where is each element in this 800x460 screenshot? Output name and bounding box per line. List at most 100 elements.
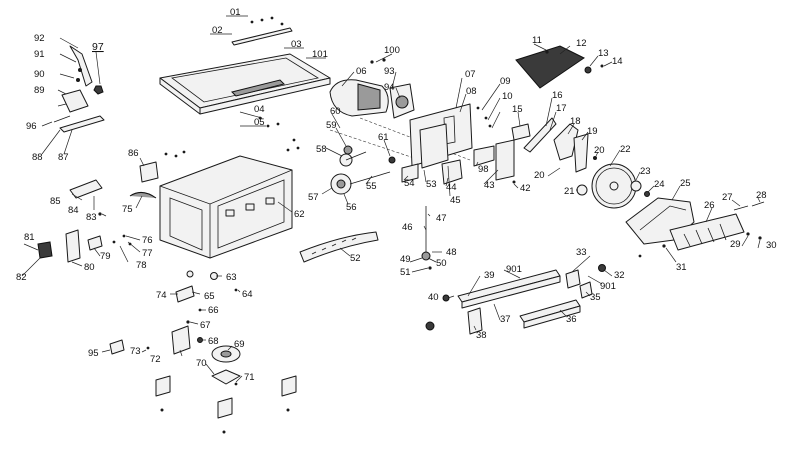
part-32-knob <box>598 264 606 272</box>
label-07: 07 <box>465 69 476 80</box>
label-60: 60 <box>330 106 341 117</box>
label-65: 65 <box>204 291 215 302</box>
label-100: 100 <box>384 45 400 56</box>
label-16: 16 <box>552 90 563 101</box>
rip-fence-group <box>425 264 606 335</box>
part-44-plate <box>441 159 463 185</box>
part-63-washer <box>186 270 194 278</box>
label-61: 61 <box>378 132 389 143</box>
carriage-group <box>401 103 516 185</box>
part-97-knob <box>93 85 104 95</box>
part-86-switch-box <box>139 161 159 183</box>
label-53: 53 <box>426 179 437 190</box>
part-21-flange <box>576 184 588 196</box>
label-11: 11 <box>532 35 542 46</box>
label-83: 83 <box>86 212 97 223</box>
part-83-screw <box>98 212 102 216</box>
label-14: 14 <box>612 56 623 67</box>
label-12: 12 <box>576 38 587 49</box>
label-59: 59 <box>326 120 337 131</box>
label-57: 57 <box>308 192 319 203</box>
label-88: 88 <box>32 152 43 163</box>
label-52: 52 <box>350 253 361 264</box>
part-17-bar <box>523 117 557 153</box>
part-45-plate <box>419 123 449 169</box>
part-64-screw <box>234 288 238 292</box>
part-14-screw <box>600 64 604 68</box>
part-12-handle <box>515 45 585 89</box>
label-26: 26 <box>704 200 715 211</box>
part-02-throat-slot <box>231 79 285 97</box>
label-92: 92 <box>34 33 45 44</box>
label-24: 24 <box>654 179 665 190</box>
part-79-clip <box>87 235 103 251</box>
motor-group <box>329 58 471 195</box>
part-61-nut <box>388 156 396 164</box>
part-75-cable <box>129 192 157 199</box>
switch-group <box>37 161 159 263</box>
part-91-screw <box>78 68 82 72</box>
part-62-base-frame <box>159 155 293 259</box>
part-74-clamp <box>175 285 195 303</box>
part-55-shaft <box>349 171 391 185</box>
part-24-nut <box>644 191 650 197</box>
part-26-guard-cover <box>669 213 745 251</box>
part-38-plate <box>467 307 483 335</box>
leader-lines <box>21 15 761 383</box>
label-25: 25 <box>680 178 691 189</box>
label-05: 05 <box>254 117 265 128</box>
part-52-bevel-arc <box>299 231 379 263</box>
label-40: 40 <box>428 292 439 303</box>
label-38: 38 <box>476 330 487 341</box>
part-70-foot <box>211 369 241 385</box>
label-27: 27 <box>722 192 733 203</box>
label-55: 55 <box>366 181 377 192</box>
label-45: 45 <box>450 195 461 206</box>
label-80: 80 <box>84 262 95 273</box>
label-901a: 901 <box>506 264 522 275</box>
label-15: 15 <box>512 104 523 115</box>
label-21: 21 <box>564 186 575 197</box>
label-62: 62 <box>294 209 305 220</box>
label-98: 98 <box>478 164 489 175</box>
label-85: 85 <box>50 196 61 207</box>
part-71-screw <box>234 382 238 386</box>
foot-left <box>155 375 171 397</box>
base-cabinet <box>159 116 300 259</box>
label-36: 36 <box>566 314 577 325</box>
label-02: 02 <box>212 25 223 36</box>
table-top-group <box>159 16 331 115</box>
label-20a: 20 <box>594 145 605 156</box>
label-97: 97 <box>92 41 104 53</box>
part-35-bracket <box>579 281 593 299</box>
part-19-flange <box>573 133 589 173</box>
part-20-washer <box>593 156 597 160</box>
label-22: 22 <box>620 144 631 155</box>
label-35: 35 <box>590 292 601 303</box>
part-73-screw <box>146 346 150 350</box>
label-96: 96 <box>26 121 37 132</box>
label-82: 82 <box>16 272 27 283</box>
label-86: 86 <box>128 148 139 159</box>
part-30-washer <box>758 236 762 240</box>
part-96-bolt <box>53 115 71 123</box>
label-42: 42 <box>520 183 531 194</box>
label-72: 72 <box>150 354 161 365</box>
label-18: 18 <box>570 116 581 127</box>
label-79: 79 <box>100 251 111 262</box>
part-38-knob <box>425 321 435 331</box>
label-70: 70 <box>196 358 207 369</box>
label-77: 77 <box>142 248 153 259</box>
foot-bottom <box>217 397 233 419</box>
part-11-screw <box>545 50 549 54</box>
part-51-screw <box>428 266 432 270</box>
label-31: 31 <box>676 262 687 273</box>
part-95-block <box>109 339 125 355</box>
label-69: 69 <box>234 339 245 350</box>
label-06: 06 <box>356 66 367 77</box>
part-90-screw <box>76 78 80 82</box>
label-81: 81 <box>24 232 35 243</box>
label-90: 90 <box>34 69 45 80</box>
part-33-block <box>565 269 581 289</box>
